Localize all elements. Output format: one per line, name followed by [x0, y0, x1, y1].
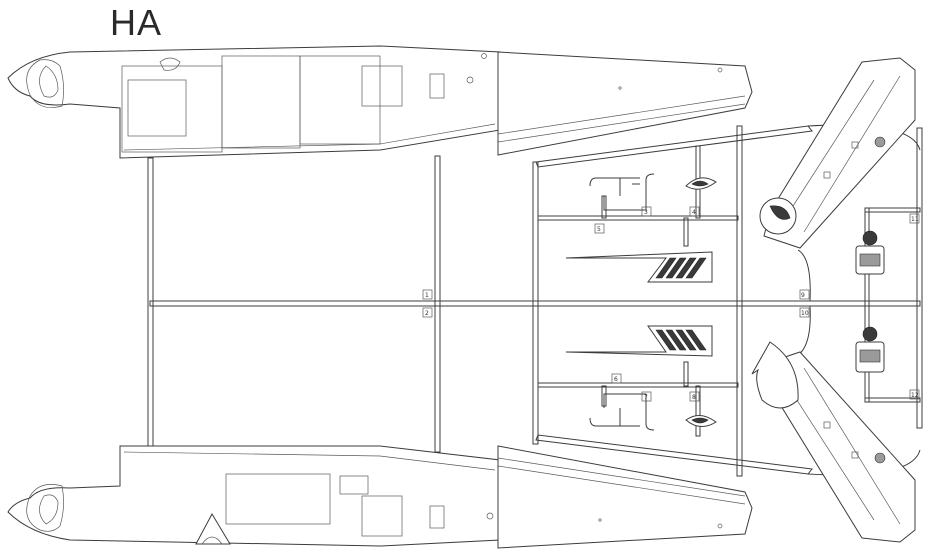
svg-text:1: 1 [425, 292, 429, 299]
svg-text:9: 9 [801, 292, 805, 299]
svg-text:12: 12 [911, 392, 919, 399]
hull-half-top [7, 45, 501, 159]
cylinder-part-upper [855, 230, 885, 275]
svg-text:10: 10 [801, 310, 809, 317]
arm-upper [759, 57, 916, 249]
side-panel-top [497, 51, 753, 156]
svg-text:2: 2 [425, 310, 429, 317]
small-parts-lower [565, 325, 717, 431]
cylinder-part-lower [855, 326, 885, 373]
svg-text:11: 11 [911, 216, 919, 223]
svg-text:4: 4 [692, 209, 696, 216]
hull-half-bottom [7, 445, 501, 547]
svg-text:8: 8 [692, 394, 696, 401]
sprue-label: HA [110, 2, 163, 43]
svg-text:6: 6 [614, 376, 618, 383]
arm-lower [751, 341, 916, 543]
svg-text:3: 3 [644, 209, 648, 216]
part-number-tags: 1 2 3 4 5 6 7 8 9 10 11 12 [422, 206, 920, 402]
svg-text:5: 5 [597, 226, 601, 233]
side-panel-bottom [497, 445, 753, 549]
small-parts-upper [565, 173, 717, 283]
